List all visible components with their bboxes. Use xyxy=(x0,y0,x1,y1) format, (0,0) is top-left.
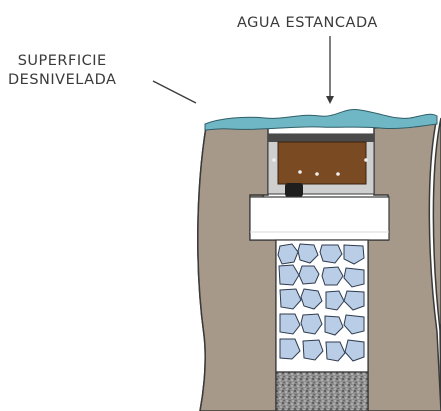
grate-bolt xyxy=(315,172,319,176)
uneven-surface-label-line1: SUPERFICIE xyxy=(17,53,107,69)
grate-bolt xyxy=(298,170,302,174)
standing-water xyxy=(204,108,438,131)
drain-pipe xyxy=(249,196,390,241)
outlet-connector xyxy=(285,183,303,197)
grate-bolt xyxy=(364,158,368,162)
stone-pieces xyxy=(277,243,365,362)
frame-top-bar xyxy=(268,134,374,142)
gravel-base xyxy=(275,371,369,411)
grate-bolt xyxy=(336,172,340,176)
uneven-surface-label-line2: DESNIVELADA xyxy=(8,72,117,88)
soil-left-wall xyxy=(197,126,277,411)
grate xyxy=(277,141,367,185)
uneven-surface-label: SUPERFICIE DESNIVELADA xyxy=(8,52,116,90)
arrowhead-down-icon xyxy=(326,96,334,104)
standing-water-label: AGUA ESTANCADA xyxy=(237,15,378,31)
grate-bolt xyxy=(272,158,276,162)
uneven-surface-leader-line xyxy=(152,80,197,104)
soil-right-wall xyxy=(367,121,441,411)
